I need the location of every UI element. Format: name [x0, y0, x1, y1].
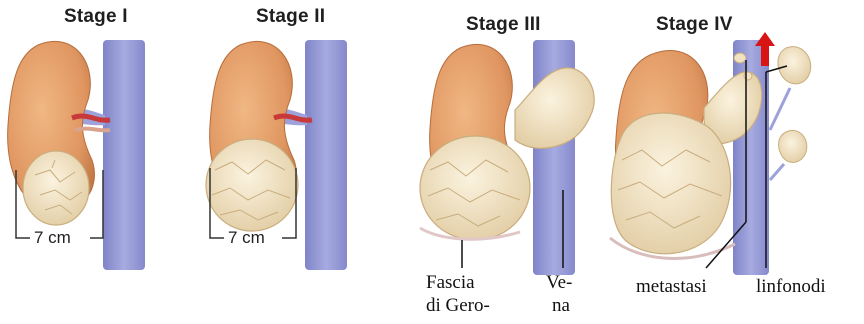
lymph-vessel [770, 164, 784, 180]
size-label-stage-2: 7 cm [228, 228, 265, 248]
stage-title-4: Stage IV [656, 14, 733, 36]
panel-stage-4 [610, 32, 811, 275]
size-label-stage-1: 7 cm [34, 228, 71, 248]
vena-cava [103, 40, 145, 270]
stage-title-3: Stage III [466, 14, 541, 36]
caption-vena-line-2: na [552, 295, 570, 317]
stage-title-2: Stage II [256, 6, 325, 28]
caption-vena-line-1: Ve- [546, 272, 572, 294]
lymph-node [778, 47, 811, 84]
lymph-vessel [770, 88, 790, 130]
vena-cava [305, 40, 347, 270]
panel-stage-3 [420, 40, 594, 275]
renal-artery-2 [75, 129, 110, 131]
tumor [23, 151, 89, 225]
panel-stage-1 [8, 40, 145, 270]
stage-title-1: Stage I [64, 6, 128, 28]
caption-metastasi: metastasi [636, 276, 707, 298]
caption-fascia-line-2: di Gero- [426, 295, 490, 317]
tumor [611, 113, 730, 254]
venous-thrombus [515, 68, 594, 148]
lymph-node [779, 130, 807, 162]
metastasis-nodule [744, 72, 752, 80]
metastasis-nodule [734, 53, 746, 63]
caption-fascia-line-1: Fascia [426, 272, 475, 294]
caption-linfonodi: linfonodi [756, 276, 826, 298]
